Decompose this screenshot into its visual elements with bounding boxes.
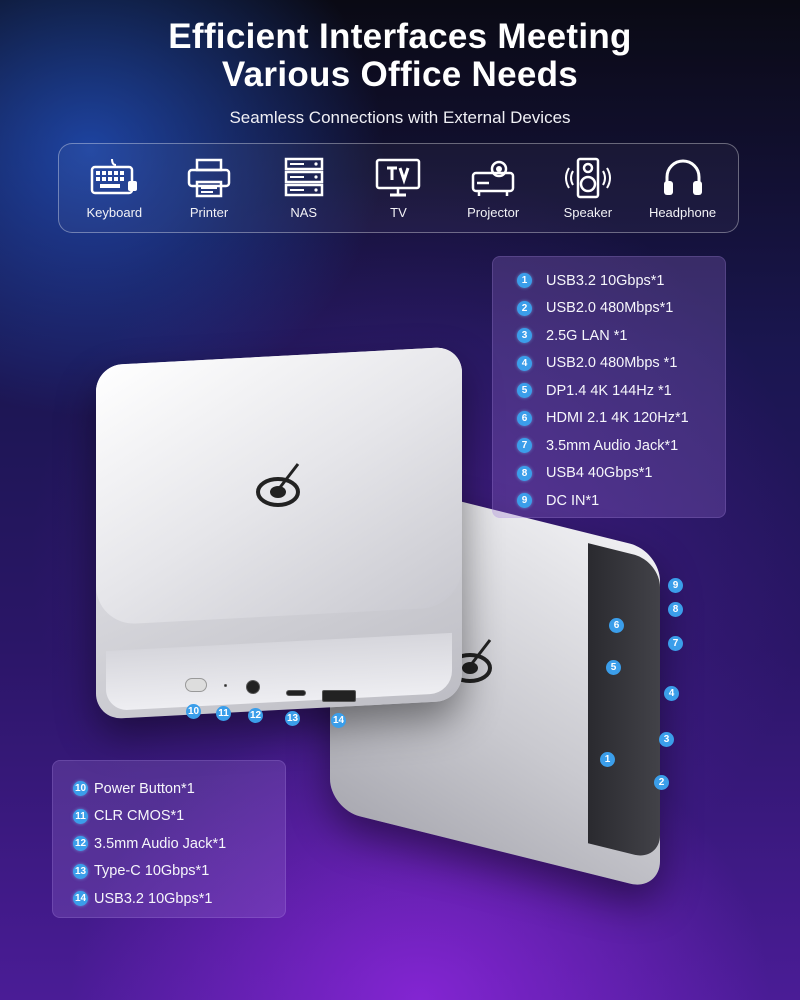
speaker-icon <box>564 157 611 198</box>
spec-row: 4 USB2.0 480Mbps *1 <box>517 350 725 378</box>
spec-number: 7 <box>517 438 532 454</box>
callout-9: 9 <box>668 578 683 593</box>
device-label: Keyboard <box>86 204 143 220</box>
device-speaker: Speaker <box>545 157 631 220</box>
printer-icon <box>187 158 231 197</box>
callout-2: 2 <box>654 775 669 790</box>
callout-1: 1 <box>600 752 615 767</box>
title-line-2: Various Office Needs <box>221 55 579 94</box>
title-line-1: Efficient Interfaces Meeting <box>168 17 632 56</box>
keyboard-icon <box>91 158 138 194</box>
spec-text: USB2.0 480Mbps*1 <box>546 300 674 317</box>
spec-text: CLR CMOS*1 <box>94 808 185 825</box>
spec-number: 9 <box>517 493 532 509</box>
subtitle: Seamless Connections with External Devic… <box>229 108 571 127</box>
spec-text: Power Button*1 <box>94 780 195 797</box>
callout-5: 5 <box>606 660 621 675</box>
device-label: Printer <box>189 204 229 220</box>
device-headphone: Headphone <box>640 157 726 220</box>
headphone-icon <box>663 159 702 195</box>
device-label: Headphone <box>648 204 717 220</box>
spec-row: 2 USB2.0 480Mbps*1 <box>517 295 725 323</box>
device-label: NAS <box>290 204 318 220</box>
device-label: Speaker <box>563 204 613 220</box>
spec-row: 1 USB3.2 10Gbps*1 <box>517 267 725 295</box>
spec-text: 2.5G LAN *1 <box>546 327 628 344</box>
projector-icon <box>471 160 515 196</box>
spec-row: 13 Type-C 10Gbps*1 <box>73 858 285 886</box>
spec-number: 8 <box>517 465 532 481</box>
spec-row: 10 Power Button*1 <box>73 775 285 803</box>
spec-text: 3.5mm Audio Jack*1 <box>546 437 679 454</box>
callout-3: 3 <box>659 732 674 747</box>
spec-number: 13 <box>73 863 88 879</box>
type-c-front-port <box>286 690 306 696</box>
device-compatibility-bar: Keyboard Printer NAS TV <box>58 143 739 233</box>
mini-pc-front-render <box>96 346 462 720</box>
spec-row: 14 USB3.2 10Gbps*1 <box>73 885 285 913</box>
spec-row: 5 DP1.4 4K 144Hz *1 <box>517 377 725 405</box>
spec-text: USB3.2 10Gbps*1 <box>94 890 213 907</box>
spec-row: 12 3.5mm Audio Jack*1 <box>73 830 285 858</box>
spec-number: 14 <box>73 891 88 907</box>
callout-7: 7 <box>668 636 683 651</box>
callout-13: 13 <box>285 711 300 726</box>
rear-io-panel <box>588 543 660 862</box>
spec-text: USB3.2 10Gbps*1 <box>546 272 665 289</box>
spec-row: 11 CLR CMOS*1 <box>73 803 285 831</box>
brand-logo-front <box>256 463 300 507</box>
spec-text: USB4 40Gbps*1 <box>546 465 653 482</box>
spec-row: 6 HDMI 2.1 4K 120Hz*1 <box>517 405 725 433</box>
rear-ports-spec-panel: 1 USB3.2 10Gbps*1 2 USB2.0 480Mbps*1 3 2.5G… <box>492 256 726 518</box>
spec-number: 1 <box>517 273 532 289</box>
device-projector: Projector <box>450 157 536 220</box>
spec-row: 9 DC IN*1 <box>517 487 725 515</box>
spec-number: 6 <box>517 410 532 426</box>
spec-row: 8 USB4 40Gbps*1 <box>517 460 725 488</box>
spec-text: HDMI 2.1 4K 120Hz*1 <box>546 410 689 427</box>
device-label: Projector <box>467 204 520 220</box>
device-nas: NAS <box>261 157 347 220</box>
device-printer: Printer <box>166 157 252 220</box>
spec-text: DC IN*1 <box>546 492 600 509</box>
front-io-face <box>106 632 452 712</box>
callout-12: 12 <box>248 708 263 723</box>
spec-number: 10 <box>73 781 88 797</box>
callout-8: 8 <box>668 602 683 617</box>
spec-text: USB2.0 480Mbps *1 <box>546 355 678 372</box>
front-ports-spec-panel: 10 Power Button*1 11 CLR CMOS*1 12 3.5mm Au… <box>52 760 286 918</box>
tv-icon <box>376 158 421 196</box>
page-title: Efficient Interfaces Meeting Various Off… <box>0 18 800 94</box>
spec-row: 3 2.5G LAN *1 <box>517 322 725 350</box>
callout-14: 14 <box>331 713 346 728</box>
spec-number: 5 <box>517 383 532 399</box>
callout-6: 6 <box>609 618 624 633</box>
usb-a-front-port <box>322 690 356 702</box>
spec-row: 7 3.5mm Audio Jack*1 <box>517 432 725 460</box>
callout-10: 10 <box>186 704 201 719</box>
clr-cmos-port <box>224 684 227 687</box>
spec-number: 4 <box>517 355 532 371</box>
spec-number: 3 <box>517 328 532 344</box>
spec-text: DP1.4 4K 144Hz *1 <box>546 382 672 399</box>
audio-jack-front-port <box>246 680 260 694</box>
spec-text: 3.5mm Audio Jack*1 <box>94 835 227 852</box>
spec-number: 2 <box>517 300 532 316</box>
spec-number: 11 <box>73 808 88 824</box>
callout-4: 4 <box>664 686 679 701</box>
spec-number: 12 <box>73 836 88 852</box>
device-keyboard: Keyboard <box>71 157 157 220</box>
nas-icon <box>284 157 323 196</box>
device-label: TV <box>390 204 407 220</box>
power-button-port <box>185 678 207 692</box>
spec-text: Type-C 10Gbps*1 <box>94 863 210 880</box>
device-tv: TV <box>355 157 441 220</box>
callout-11: 11 <box>216 706 231 721</box>
